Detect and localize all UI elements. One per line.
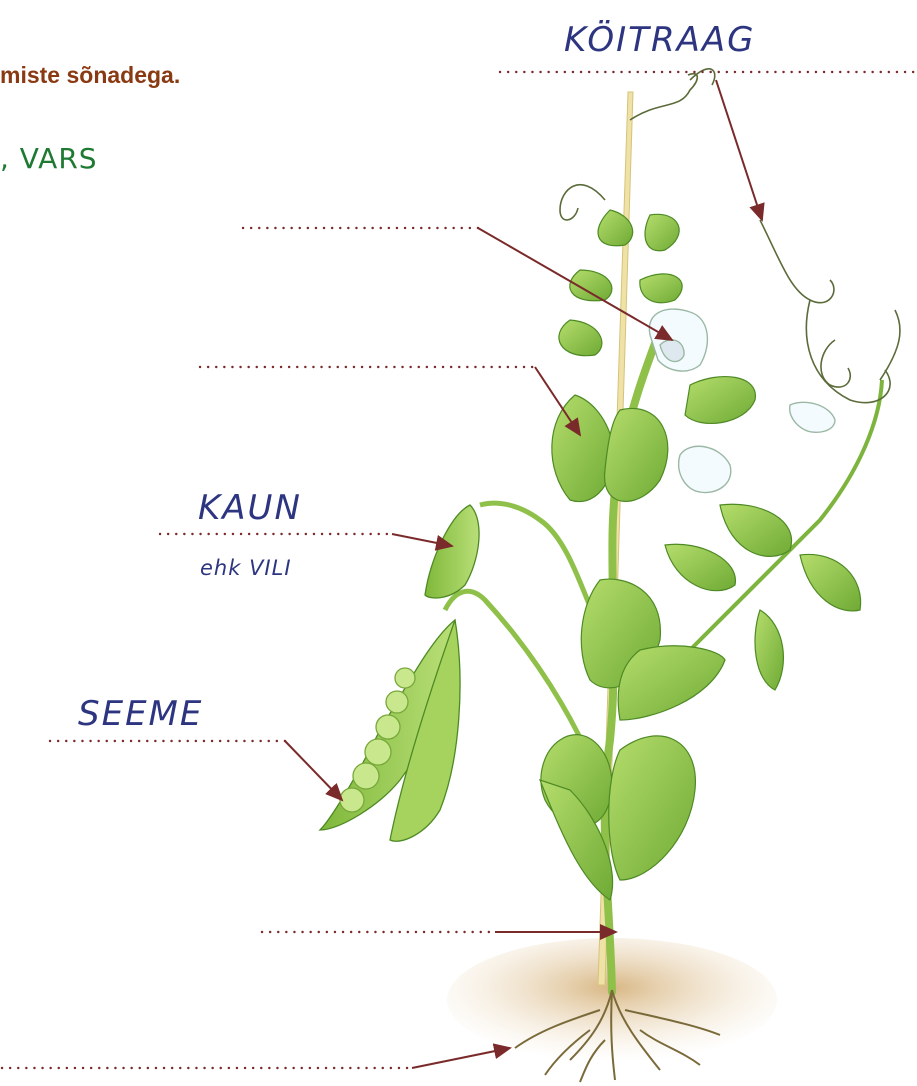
leaves	[540, 210, 861, 900]
label-seeme: SEEME	[78, 694, 203, 734]
label-vili: ehk VILI	[200, 556, 292, 580]
pods	[320, 505, 479, 841]
label-kaun: KAUN	[198, 488, 302, 528]
arrow-seeme	[285, 741, 342, 800]
arrow-root	[412, 1048, 510, 1068]
arrow-koitraag	[716, 80, 762, 220]
label-koitraag: KÖITRAAG	[564, 20, 755, 60]
